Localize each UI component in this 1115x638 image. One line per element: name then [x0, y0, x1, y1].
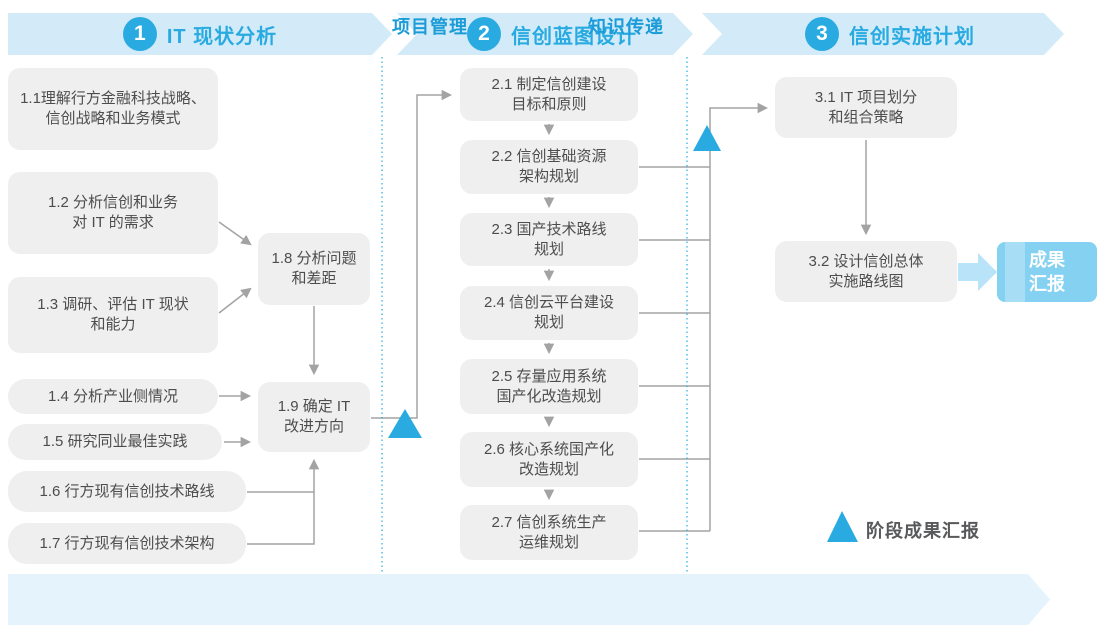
- task-box-2-4: 2.4 信创云平台建设 规划: [460, 286, 638, 340]
- task-box-1-2: 1.2 分析信创和业务 对 IT 的需求: [8, 172, 218, 254]
- legend-milestone-label: 阶段成果汇报: [866, 521, 980, 541]
- task-box-2-3: 2.3 国产技术路线 规划: [460, 213, 638, 266]
- legend-triangle-icon: [827, 511, 858, 542]
- task-box-1-8: 1.8 分析问题 和差距: [258, 233, 370, 305]
- phase-banner-2: 2 信创蓝图设计: [397, 13, 693, 55]
- task-box-1-7: 1.7 行方现有信创技术架构: [8, 523, 246, 564]
- task-box-3-1: 3.1 IT 项目划分 和组合策略: [775, 77, 957, 138]
- connector-1-7-to-bus: [247, 492, 315, 545]
- bottom-banner-item-project-management: 项目管理: [392, 16, 468, 37]
- task-box-2-2: 2.2 信创基础资源 架构规划: [460, 140, 638, 194]
- connector-1-2-to-1-8: [218, 221, 252, 246]
- phase-2-title: 信创蓝图设计: [511, 25, 637, 48]
- connector-1-6-to-1-9: [247, 458, 320, 493]
- phase-banner-1: 1 IT 现状分析: [8, 13, 392, 55]
- phase-banner-3: 3 信创实施计划: [702, 13, 1064, 55]
- bottom-banner: [8, 574, 1050, 625]
- phase-1-number-badge: 1: [123, 17, 157, 51]
- phase-1-title: IT 现状分析: [166, 25, 278, 48]
- task-box-1-1: 1.1理解行方金融科技战略、 信创战略和业务模式: [8, 68, 218, 150]
- phase-2-number-badge: 2: [467, 17, 501, 51]
- task-box-2-5: 2.5 存量应用系统 国产化改造规划: [460, 359, 638, 414]
- task-box-2-1: 2.1 制定信创建设 目标和原则: [460, 68, 638, 121]
- deliverable-arrow: [958, 253, 997, 291]
- task-box-3-2: 3.2 设计信创总体 实施路线图: [775, 241, 957, 302]
- bottom-banner-item-knowledge-transfer: 知识传递: [588, 16, 664, 37]
- connector-phase2-bus-to-3-1: [709, 102, 769, 531]
- task-box-1-4: 1.4 分析产业侧情况: [8, 379, 218, 414]
- connector-1-9-to-2-1: [371, 89, 453, 419]
- phase-3-number-badge: 3: [805, 17, 839, 51]
- deliverable-label: 成果 汇报: [1029, 249, 1065, 294]
- milestone-triangle-phase1: [388, 409, 422, 438]
- task-box-1-6: 1.6 行方现有信创技术路线: [8, 471, 246, 512]
- deliverable-stripe: [1005, 242, 1025, 302]
- phase-3-title: 信创实施计划: [849, 25, 975, 48]
- connector-1-3-to-1-8: [218, 287, 252, 314]
- task-box-1-5: 1.5 研究同业最佳实践: [8, 424, 222, 460]
- task-box-1-3: 1.3 调研、评估 IT 现状 和能力: [8, 277, 218, 353]
- task-box-2-7: 2.7 信创系统生产 运维规划: [460, 505, 638, 560]
- task-box-2-6: 2.6 核心系统国产化 改造规划: [460, 432, 638, 487]
- task-box-1-9: 1.9 确定 IT 改进方向: [258, 382, 370, 452]
- deliverable-box: 成果 汇报: [997, 242, 1097, 302]
- milestone-triangle-phase2: [693, 125, 721, 151]
